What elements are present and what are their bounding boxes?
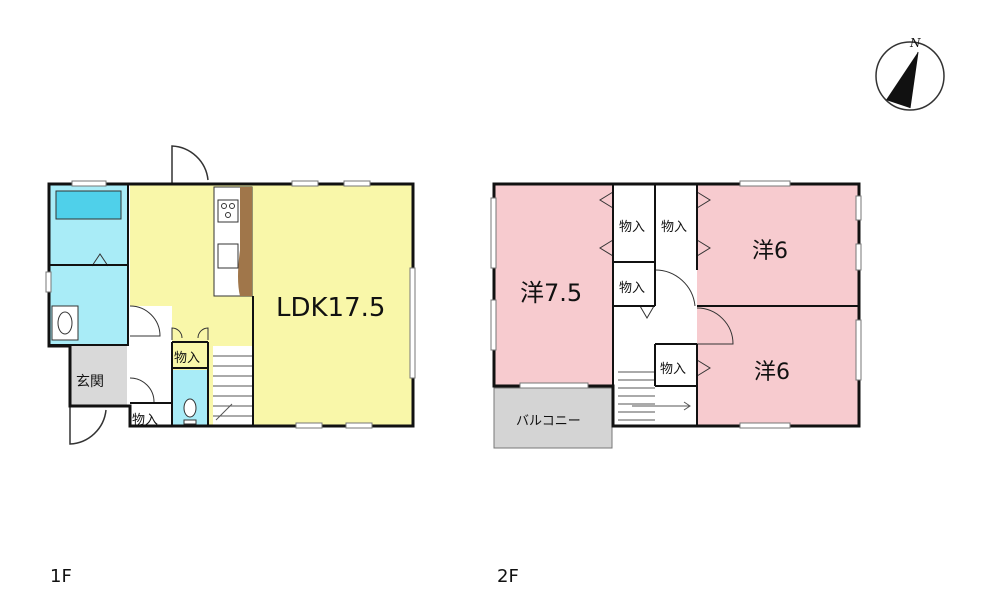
toilet-bowl: [183, 398, 197, 418]
room-label-entrance: 玄関: [76, 374, 104, 390]
west-room: [494, 184, 613, 386]
room-label-storage-stair: 物入: [174, 351, 201, 366]
bathtub: [55, 190, 122, 220]
compass-north-label: N: [910, 36, 921, 50]
hall-area: [130, 306, 172, 426]
room-label-se: 洋6: [754, 360, 790, 385]
room-label-balcony: バルコニー: [516, 414, 581, 429]
closet-label-a: 物入: [619, 220, 646, 235]
room-label-west: 洋7.5: [520, 279, 583, 307]
floor-label-2f: 2F: [497, 566, 519, 587]
toilet: [172, 370, 208, 426]
compass-needle: [886, 52, 918, 108]
floor-1-plan: [45, 145, 416, 445]
compass: [875, 41, 945, 111]
se-room: [697, 307, 859, 426]
closet-label-c: 物入: [619, 281, 646, 296]
room-label-ldk: LDK17.5: [276, 293, 386, 323]
floor-2-plan: [490, 180, 862, 449]
entrance-area: [70, 346, 127, 406]
entry-door-swing: [69, 406, 107, 445]
balcony-area: [493, 387, 613, 449]
closet-label-b: 物入: [661, 220, 688, 235]
closet-label-d: 物入: [660, 362, 687, 377]
ne-room: [697, 184, 859, 305]
washbasin: [51, 305, 79, 341]
floor-label-1f: 1F: [50, 566, 72, 587]
top-door-swing: [171, 145, 209, 184]
room-label-ne: 洋6: [752, 239, 788, 264]
room-label-storage-entry: 物入: [132, 413, 159, 428]
